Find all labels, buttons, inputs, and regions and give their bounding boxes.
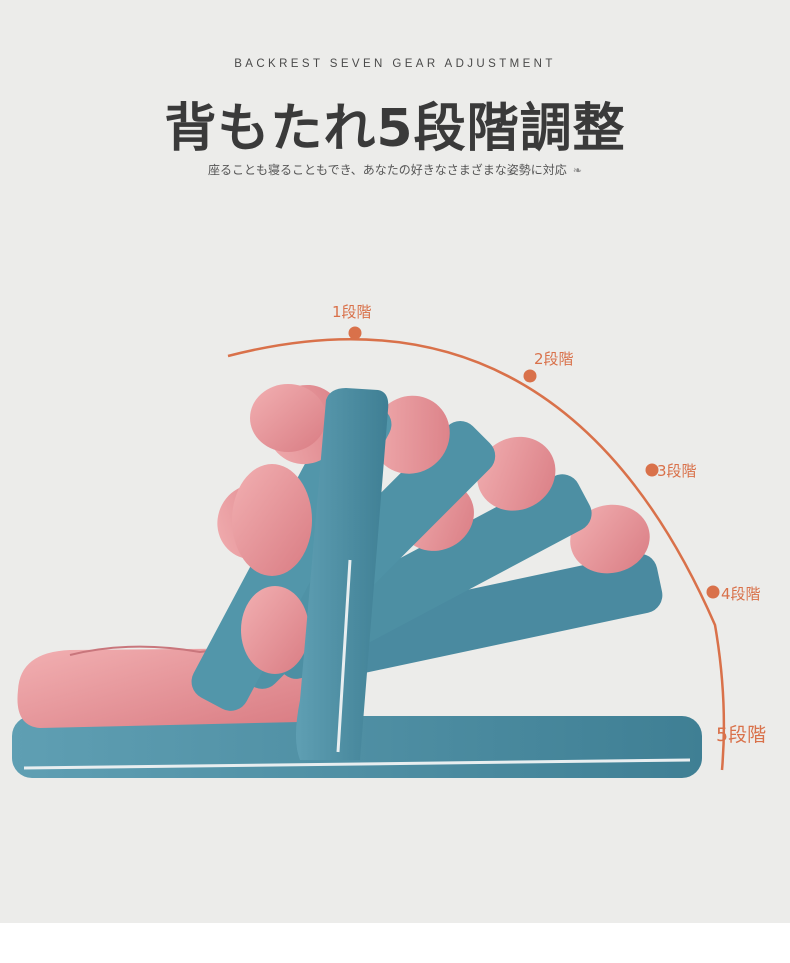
gear-label-5: 5段階 (716, 724, 767, 746)
gear-dot-4 (706, 585, 720, 599)
gear-label-2: 2段階 (534, 350, 574, 368)
gear-dot-2 (523, 369, 537, 383)
gear-label-1: 1段階 (332, 303, 372, 321)
subline-text: 座ることも寝ることもでき、あなたの好きなさまざまな姿勢に対応 (208, 163, 567, 177)
subline: 座ることも寝ることもでき、あなたの好きなさまざまな姿勢に対応 ❧ (0, 161, 790, 178)
gear-label-3: 3段階 (657, 462, 697, 480)
leaf-icon: ❧ (572, 164, 582, 177)
headline: 背もたれ5段階調整 (164, 99, 626, 159)
backrest-fan (191, 384, 663, 711)
gear-arc (227, 337, 726, 771)
gear-dot-3 (645, 463, 659, 477)
upright-backrest (232, 384, 389, 760)
chair-illustration (12, 326, 726, 778)
eyebrow-title: BACKREST SEVEN GEAR ADJUSTMENT (234, 58, 556, 70)
gear-label-4: 4段階 (721, 585, 761, 603)
gear-dot-1 (348, 326, 362, 340)
